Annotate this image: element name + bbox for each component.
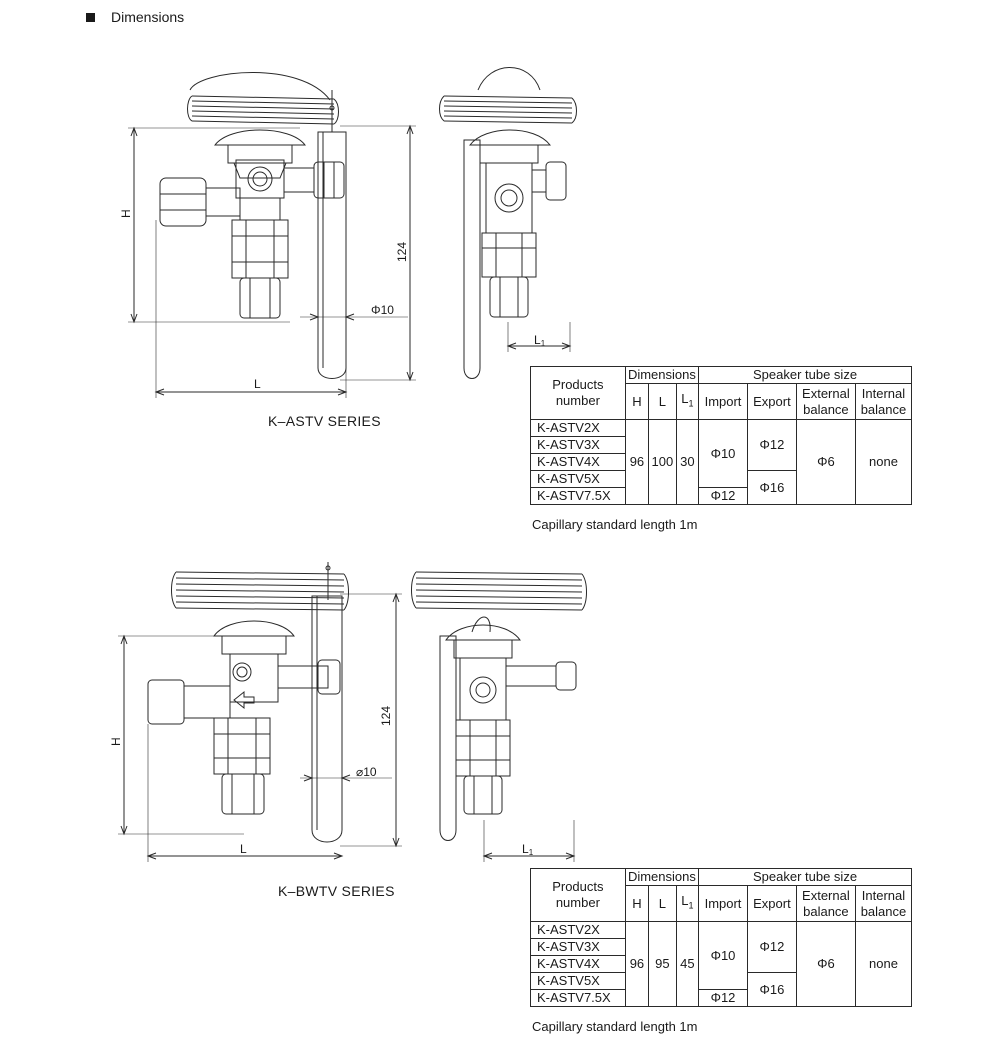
col-dimensions-header: Dimensions [624, 366, 700, 384]
astv-l-label: L [254, 377, 261, 391]
export-value: Φ16 [746, 972, 797, 1007]
col-dimensions-header: Dimensions [624, 868, 700, 886]
col-tube-header: Speaker tube size [698, 366, 912, 384]
sub-external-header: External balance [795, 885, 856, 922]
sub-export-header: Export [746, 885, 797, 922]
product-cell: K-ASTV2X [530, 921, 626, 939]
import-value: Φ10 [698, 419, 748, 488]
l-value: 95 [648, 921, 677, 1007]
bwtv-total-label: 124 [379, 706, 393, 726]
bwtv-front-view [118, 562, 402, 862]
section-heading: Dimensions [86, 9, 184, 25]
export-value: Φ16 [746, 470, 797, 505]
section-title: Dimensions [111, 9, 185, 25]
internal-value: none [854, 921, 913, 1007]
export-value: Φ12 [746, 921, 797, 973]
sub-export-header: Export [746, 383, 797, 420]
bwtv-spec-table: Products number Dimensions Speaker tube … [530, 868, 913, 1007]
import-value: Φ12 [698, 487, 748, 505]
sub-import-header: Import [698, 885, 748, 922]
astv-spec-table: Products number Dimensions Speaker tube … [530, 366, 913, 505]
bwtv-l-label: L [240, 842, 247, 856]
sub-external-header: External balance [795, 383, 856, 420]
astv-l1-label: L1 [534, 333, 546, 348]
astv-capillary-note: Capillary standard length 1m [532, 517, 698, 532]
external-value: Φ6 [795, 419, 856, 505]
sensing-bulb [317, 131, 347, 379]
bwtv-side-view [411, 571, 587, 862]
astv-phi-label: Φ10 [371, 303, 394, 317]
valve-head [213, 129, 307, 179]
bwtv-phi-label: ⌀10 [356, 765, 377, 779]
sub-h-header: H [624, 885, 650, 922]
export-value: Φ12 [746, 419, 797, 471]
valve-body [231, 159, 345, 319]
bullet-square-icon [86, 12, 95, 22]
bwtv-l1-label: L1 [522, 842, 534, 857]
sub-l1-header: L1 [675, 885, 700, 922]
sub-import-header: Import [698, 383, 748, 420]
col-products-header: Products number [530, 366, 626, 420]
sub-h-header: H [624, 383, 650, 420]
l-value: 100 [648, 419, 677, 505]
capillary-coil [187, 72, 339, 125]
import-value: Φ10 [698, 921, 748, 990]
sub-internal-header: Internal balance [854, 383, 913, 420]
h-value: 96 [624, 419, 650, 505]
internal-value: none [854, 419, 913, 505]
sub-l-header: L [648, 885, 677, 922]
product-cell: K-ASTV5X [530, 470, 626, 488]
product-cell: K-ASTV3X [530, 938, 626, 956]
bwtv-h-label: H [109, 737, 123, 746]
h-value: 96 [624, 921, 650, 1007]
l1-value: 45 [675, 921, 700, 1007]
bwtv-series-title: K–BWTV SERIES [278, 883, 395, 899]
product-cell: K-ASTV5X [530, 972, 626, 990]
astv-side-view [439, 67, 577, 379]
astv-h-label: H [119, 209, 133, 218]
product-cell: K-ASTV4X [530, 453, 626, 471]
sub-l1-header: L1 [675, 383, 700, 420]
bwtv-capillary-note: Capillary standard length 1m [532, 1019, 698, 1034]
product-cell: K-ASTV2X [530, 419, 626, 437]
astv-total-label: 124 [395, 242, 409, 262]
product-cell: K-ASTV7.5X [530, 989, 626, 1007]
l1-value: 30 [675, 419, 700, 505]
col-tube-header: Speaker tube size [698, 868, 912, 886]
product-cell: K-ASTV3X [530, 436, 626, 454]
import-value: Φ12 [698, 989, 748, 1007]
col-products-header: Products number [530, 868, 626, 922]
product-cell: K-ASTV4X [530, 955, 626, 973]
external-value: Φ6 [795, 921, 856, 1007]
dimension-lines [128, 124, 416, 398]
product-cell: K-ASTV7.5X [530, 487, 626, 505]
sub-l-header: L [648, 383, 677, 420]
sub-internal-header: Internal balance [854, 885, 913, 922]
inlet-nut [159, 177, 241, 227]
astv-series-title: K–ASTV SERIES [268, 413, 381, 429]
astv-front-view [128, 72, 416, 398]
